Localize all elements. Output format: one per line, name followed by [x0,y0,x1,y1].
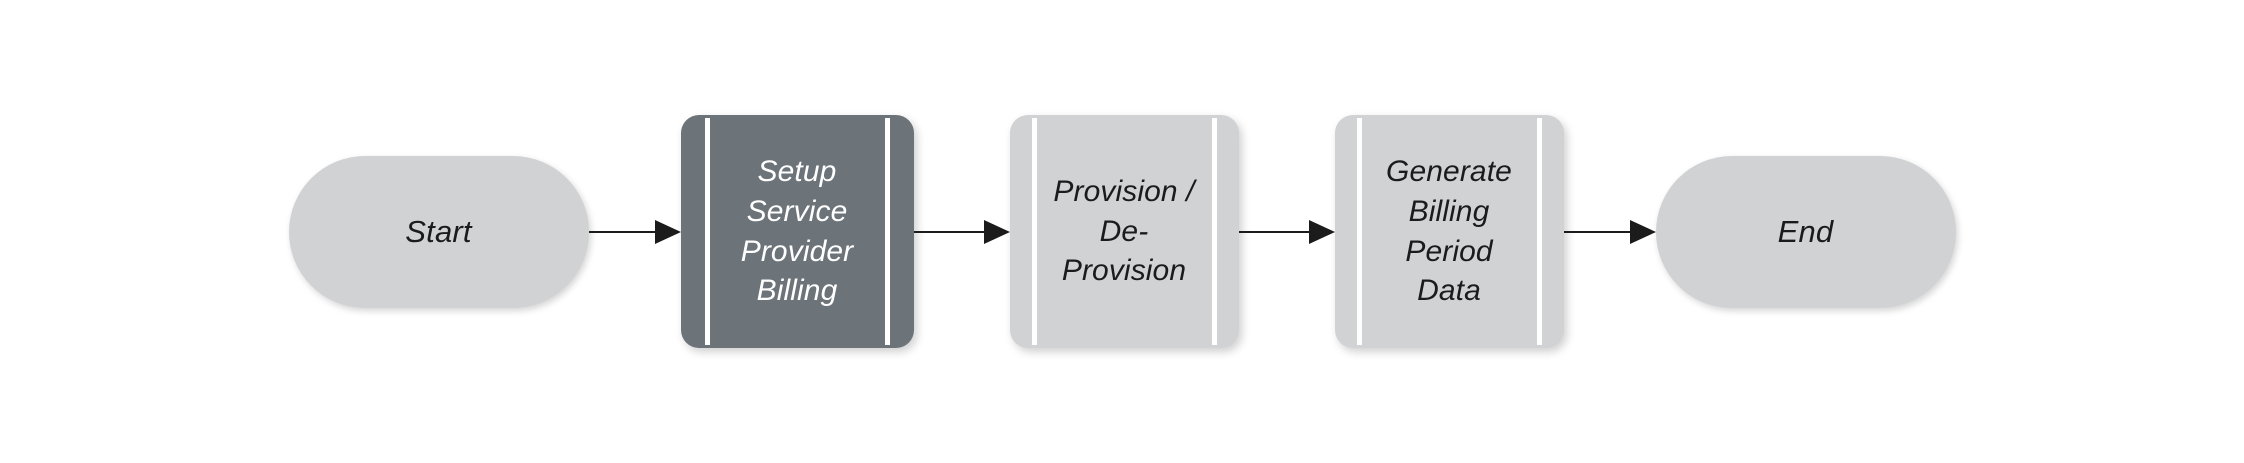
node-setup-service-provider-billing-label: Setup Service Provider Billing [740,154,854,308]
node-start[interactable]: Start [288,155,589,308]
arrowhead-icon [983,219,1010,244]
edge-line [1563,230,1631,233]
node-generate-billing-period-data[interactable]: Generate Billing Period Data [1334,115,1564,348]
arrowhead-icon [1629,219,1656,244]
subprocess-marker-icon: Provision / De-Provision [1031,118,1217,345]
node-end[interactable]: End [1655,155,1956,308]
edge-line [588,230,656,233]
node-provision-de-provision-label: Provision / De-Provision [1053,174,1195,288]
node-start-label: Start [405,213,472,249]
node-provision-de-provision[interactable]: Provision / De-Provision [1009,115,1239,348]
edge-line [1238,230,1310,233]
edge-setup-to-provision [913,219,1010,244]
node-end-label: End [1777,213,1834,249]
edge-generate-to-end [1563,219,1656,244]
edge-line [913,230,985,233]
node-generate-billing-period-data-label: Generate Billing Period Data [1386,154,1512,308]
edge-provision-to-generate [1238,219,1335,244]
arrowhead-icon [654,219,681,244]
arrowhead-icon [1308,219,1335,244]
subprocess-marker-icon: Setup Service Provider Billing [704,118,890,345]
subprocess-marker-icon: Generate Billing Period Data [1356,118,1542,345]
edge-start-to-setup [588,219,681,244]
node-setup-service-provider-billing[interactable]: Setup Service Provider Billing [680,115,914,348]
